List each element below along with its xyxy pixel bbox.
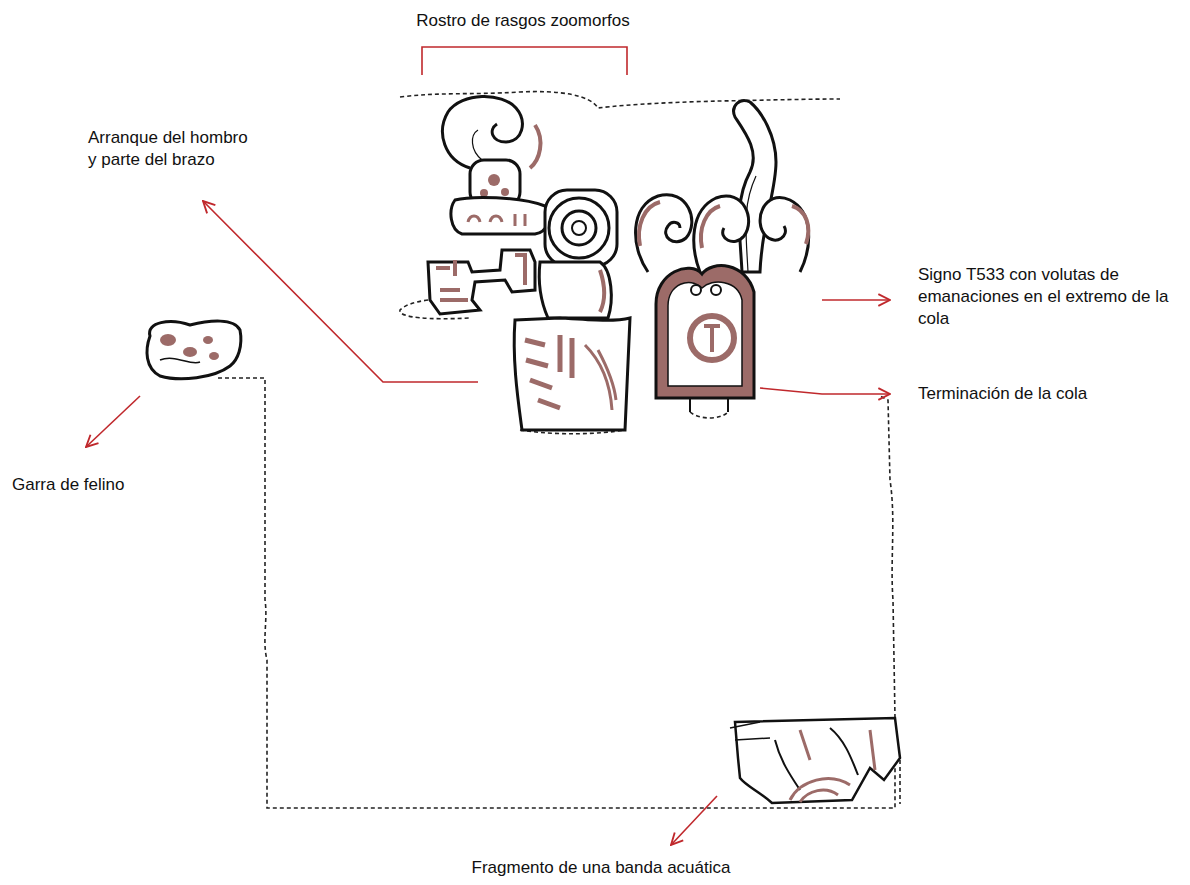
callout-label: Rostro de rasgos zoomorfos — [416, 10, 630, 32]
feline-claw — [160, 334, 176, 346]
zoomorphic-face — [488, 174, 500, 186]
t533-sign — [760, 197, 809, 272]
t533-sign — [656, 266, 754, 398]
broken-edge — [218, 92, 900, 808]
zoomorphic-face — [560, 335, 572, 378]
broken-edge — [880, 396, 895, 718]
zoomorphic-face — [501, 188, 509, 196]
t533-sign — [711, 285, 721, 295]
zoomorphic-face — [451, 198, 548, 234]
zoomorphic-face — [525, 340, 560, 408]
feline-claw — [183, 347, 197, 357]
callout-label: Signo T533 con volutas de emanaciones en… — [918, 264, 1180, 330]
zoomorphic-face — [428, 250, 535, 314]
zoomorphic-face — [514, 318, 630, 430]
water-band — [800, 730, 875, 770]
callout-label: Garra de felino — [12, 474, 124, 496]
t533-sign — [792, 206, 808, 244]
t533-sign — [639, 202, 660, 246]
zoomorphic-face — [443, 96, 523, 168]
zoomorphic-face — [572, 221, 586, 235]
callout-label: Fragmento de una banda acuática — [472, 857, 731, 879]
t533-sign — [690, 398, 728, 412]
zoomorphic-face — [480, 189, 488, 197]
leader-line — [671, 796, 717, 845]
zoomorphic-face — [600, 270, 604, 312]
zoomorphic-face — [530, 125, 540, 168]
leader-line — [203, 201, 478, 382]
broken-edge — [899, 760, 901, 804]
leader-line — [760, 388, 890, 394]
zoomorphic-face — [539, 262, 611, 318]
t533-sign — [636, 195, 692, 272]
t533-sign — [701, 206, 720, 248]
zoomorphic-face — [515, 255, 525, 285]
water-band — [730, 722, 770, 740]
t533-sign — [668, 282, 742, 386]
feline-claw — [147, 321, 241, 379]
t533-sign — [694, 196, 749, 272]
t533-sign — [704, 326, 720, 352]
feline-claw — [147, 321, 241, 379]
callout-label: Arranque del hombro y parte del brazo — [88, 127, 254, 171]
t533-sign — [690, 316, 734, 360]
feline-claw — [160, 358, 200, 363]
zoomorphic-face — [428, 96, 630, 430]
zoomorphic-face — [472, 130, 482, 160]
t533-sign — [691, 285, 701, 295]
broken-edge — [690, 412, 728, 418]
zoomorphic-face — [549, 198, 609, 258]
callout-label: Terminación de la cola — [918, 383, 1087, 405]
zoomorphic-face — [545, 190, 617, 266]
zoomorphic-face — [585, 345, 616, 410]
leader-line — [86, 47, 890, 845]
leader-line — [86, 396, 140, 447]
zoomorphic-face — [468, 214, 525, 226]
leader-line — [822, 299, 890, 301]
t533-sign — [636, 101, 809, 412]
water-band — [790, 779, 850, 802]
t533-sign — [734, 101, 776, 272]
feline-claw — [203, 336, 213, 344]
zoomorphic-face — [436, 260, 468, 300]
bracket — [422, 47, 627, 75]
water-band — [730, 718, 900, 803]
zoomorphic-face — [562, 211, 596, 245]
water-band — [735, 718, 900, 803]
feline-claw — [209, 352, 219, 360]
